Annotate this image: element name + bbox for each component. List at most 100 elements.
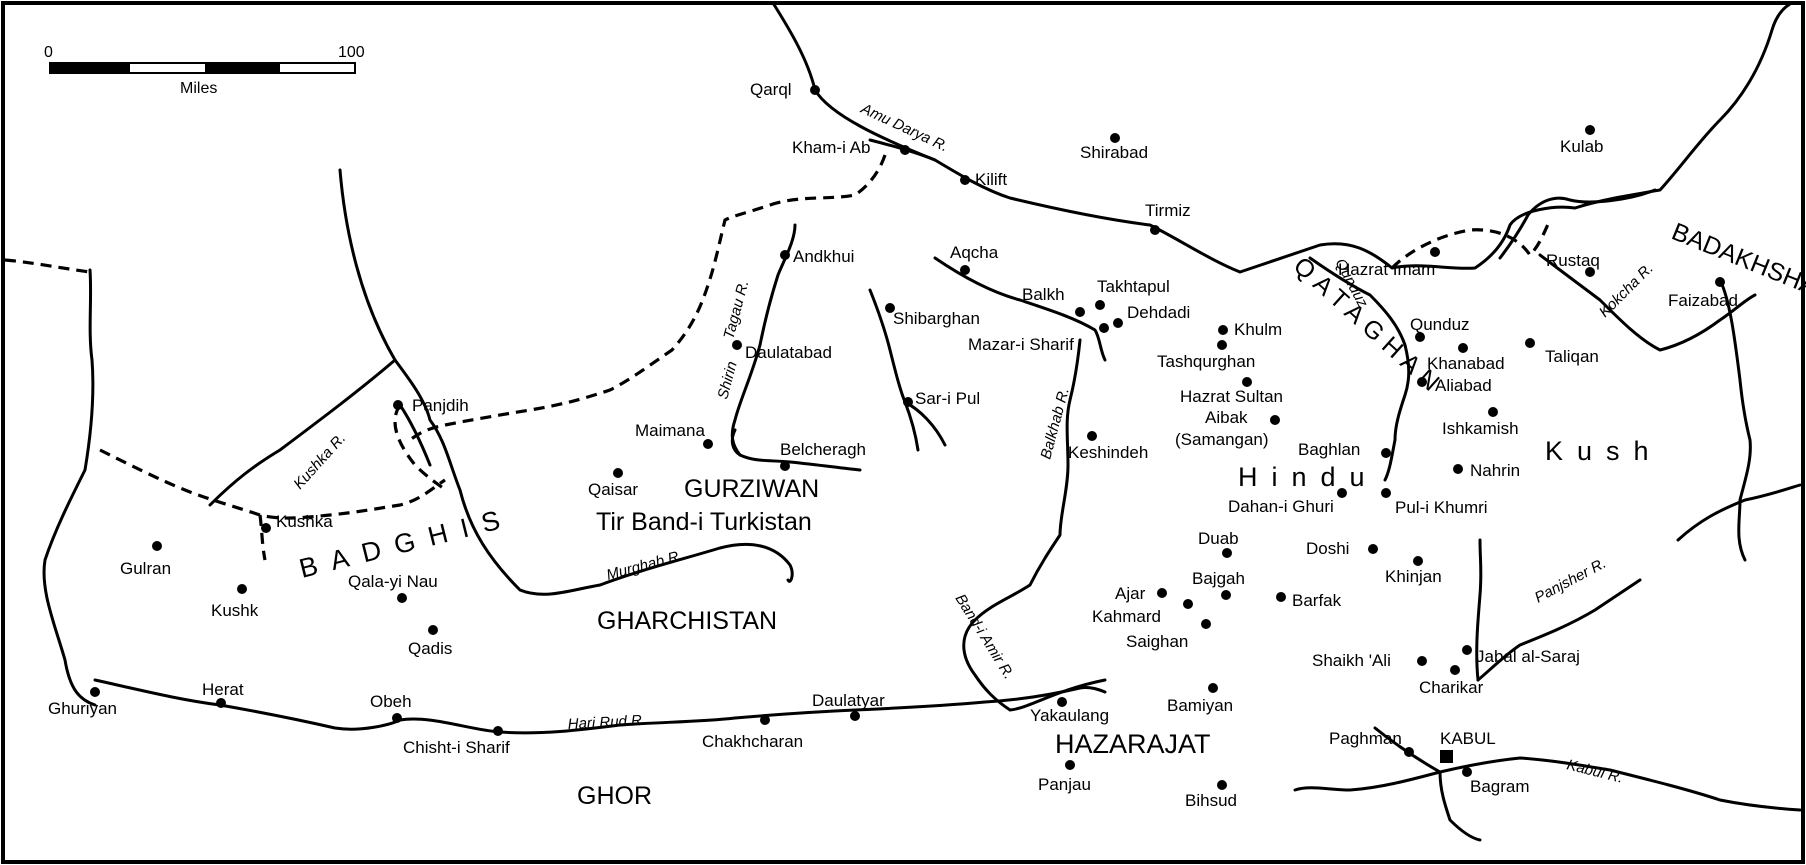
boundaries [4, 154, 1552, 561]
scale-bar-segment-1 [50, 63, 130, 73]
place-dot [1208, 683, 1218, 693]
place-dot [732, 340, 742, 350]
place-label: Qadis [408, 639, 452, 658]
place-dot [1585, 125, 1595, 135]
balkh-river [933, 256, 1107, 362]
place-label: Obeh [370, 692, 412, 711]
place-label: Ghuriyan [48, 699, 117, 718]
place-barfak: Barfak [1276, 591, 1342, 610]
place-dot [493, 726, 503, 736]
place-dot [960, 265, 970, 275]
place-dot [1095, 300, 1105, 310]
place-kilift: Kilift [960, 170, 1007, 189]
kabul-branch [1438, 770, 1482, 842]
place-yakaulang: Yakaulang [1030, 697, 1109, 725]
capital-marker [1440, 750, 1453, 763]
place-dot [428, 625, 438, 635]
place-khinjan: Khinjan [1385, 556, 1442, 586]
place-dot [703, 439, 713, 449]
place-label: Shibarghan [893, 309, 980, 328]
place-dot [780, 461, 790, 471]
place-dot [216, 698, 226, 708]
place-shirabad: Shirabad [1080, 133, 1148, 162]
place-dot [1430, 247, 1440, 257]
place-nahrin: Nahrin [1453, 461, 1520, 480]
region-gurziwan: GURZIWAN [684, 475, 819, 503]
place-bihsud: Bihsud [1185, 780, 1237, 810]
region-tir-band: Tir Band-i Turkistan [596, 508, 812, 536]
place-label: Daulatabad [745, 343, 832, 362]
amu-darya-river [771, 1, 1792, 274]
place-label: Dehdadi [1127, 303, 1190, 322]
place-label: Chisht-i Sharif [403, 738, 510, 757]
place-label: Khulm [1234, 320, 1282, 339]
place-dot [1368, 544, 1378, 554]
place-kushka: Kushka [261, 512, 333, 533]
place-label: Paghman [1329, 729, 1402, 748]
place-dot [1110, 133, 1120, 143]
place-label: Tashqurghan [1157, 352, 1255, 371]
place-label: Ajar [1115, 584, 1146, 603]
place-label: Qaisar [588, 480, 638, 499]
place-label-alt: (Samangan) [1175, 430, 1269, 449]
place-dot [1525, 338, 1535, 348]
place-shibarghan: Shibarghan [885, 303, 980, 328]
river-label-hari-rud: Hari Rud R. [567, 712, 646, 733]
place-label: Bajgah [1192, 569, 1245, 588]
place-label: Kushk [211, 601, 259, 620]
place-dot [1585, 267, 1595, 277]
place-dot [397, 593, 407, 603]
place-panjau: Panjau [1038, 760, 1091, 794]
qunduz-river [1308, 256, 1411, 482]
place-tirmiz: Tirmiz [1145, 201, 1191, 235]
western-border-river [42, 268, 97, 707]
place-dot [1488, 407, 1498, 417]
place-bamiyan: Bamiyan [1167, 683, 1233, 715]
place-label: Daulatyar [812, 691, 885, 710]
place-label: Charikar [1419, 678, 1484, 697]
place-dot [1404, 747, 1414, 757]
place-label: Qarql [750, 80, 792, 99]
place-dot [1337, 488, 1347, 498]
place-label: Pul-i Khumri [1395, 498, 1488, 517]
place-label: Kham-i Ab [792, 138, 870, 157]
place-chisht-i-sharif: Chisht-i Sharif [403, 726, 510, 757]
boundary-badghis-south [258, 514, 267, 561]
place-dot [1242, 377, 1252, 387]
place-dot [152, 541, 162, 551]
place-label: Gulran [120, 559, 171, 578]
place-dot [1381, 488, 1391, 498]
boundary-badghis [99, 448, 446, 520]
kushka-upper [398, 403, 432, 467]
place-label: Hazrat Sultan [1180, 387, 1283, 406]
place-dot [1217, 340, 1227, 350]
place-qunduz: Qunduz [1410, 315, 1470, 342]
place-label: Kilift [975, 170, 1007, 189]
place-dot [237, 584, 247, 594]
place-dot [1462, 767, 1472, 777]
place-label: Rustaq [1546, 251, 1600, 270]
place-label: Belcheragh [780, 440, 866, 459]
place-daulatabad: Daulatabad [732, 340, 832, 362]
place-label: Saighan [1126, 632, 1188, 651]
kushka-branch [208, 358, 397, 507]
place-dot [1113, 318, 1123, 328]
place-dot [1462, 645, 1472, 655]
place-obeh: Obeh [370, 692, 412, 723]
place-label: Jabal al-Saraj [1476, 647, 1580, 666]
place-dot [1218, 325, 1228, 335]
place-dot [1087, 431, 1097, 441]
place-mazar-i-sharif: Mazar-i Sharif [968, 323, 1109, 354]
place-khulm: Khulm [1218, 320, 1282, 339]
boundary-north [409, 154, 887, 442]
place-paghman: Paghman [1329, 729, 1414, 757]
place-dot [1157, 588, 1167, 598]
place-takhtapul: Takhtapul [1095, 277, 1170, 310]
place-dot [392, 713, 402, 723]
place-label: Shaikh 'Ali [1312, 651, 1391, 670]
place-kabul: KABUL [1440, 729, 1496, 763]
place-label: Kushka [276, 512, 333, 531]
place-kulab: Kulab [1560, 125, 1603, 156]
place-tashqurghan: Tashqurghan [1157, 340, 1255, 371]
